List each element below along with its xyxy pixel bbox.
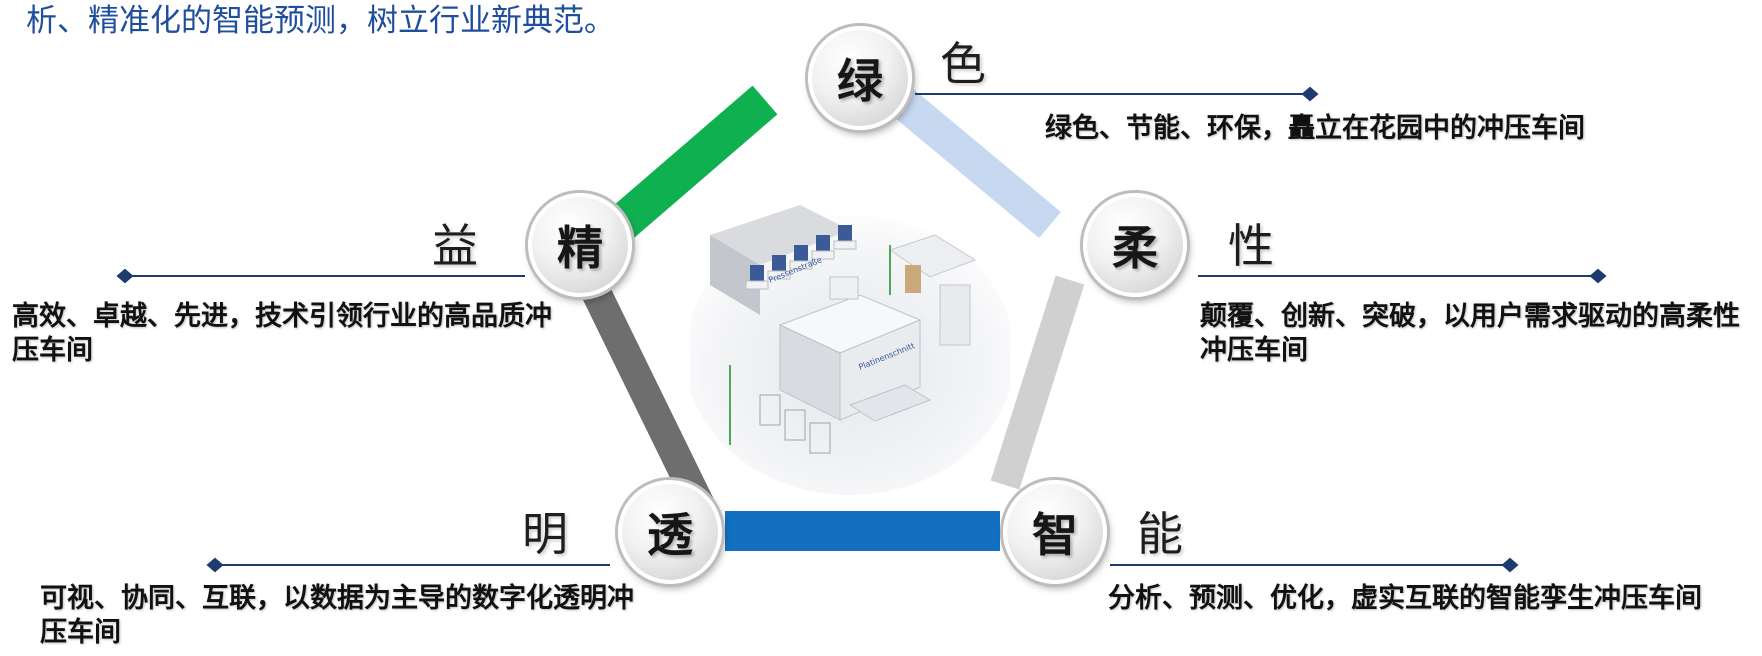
leader-diamond-lean (116, 268, 134, 284)
intro-text: 析、精准化的智能预测，树立行业新典范。 (26, 3, 615, 39)
node-flexible-char2: 性 (1228, 219, 1274, 273)
factory-illustration: Pressenstraße Platinenschnitt (690, 205, 1010, 495)
node-green-char1: 绿 (837, 54, 883, 108)
leader-diamond-transparent (206, 557, 224, 573)
node-flexible-char1: 柔 (1112, 221, 1158, 275)
leader-diamond-smart (1501, 557, 1519, 573)
edge-green-lean (607, 85, 778, 240)
node-transparent-circle: 透 (618, 480, 722, 584)
node-transparent-char1: 透 (647, 508, 693, 562)
node-lean-desc: 高效、卓越、先进，技术引领行业的高品质冲压车间 (12, 301, 552, 366)
node-lean-char2: 益 (432, 219, 478, 273)
node-flexible-circle: 柔 (1083, 193, 1187, 297)
leader-diamond-flexible (1589, 268, 1607, 284)
node-green-char2: 色 (940, 37, 986, 91)
node-smart-char2: 能 (1137, 507, 1183, 561)
node-lean-char1: 精 (557, 221, 603, 275)
node-green-desc: 绿色、节能、环保，矗立在花园中的冲压车间 (1045, 113, 1585, 144)
node-flexible-desc: 颠覆、创新、突破，以用户需求驱动的高柔性冲压车间 (1200, 301, 1740, 366)
edge-lean-transparent (576, 273, 714, 512)
node-green-circle: 绿 (808, 26, 912, 130)
node-transparent-char2: 明 (522, 507, 568, 561)
edge-green-flexible (889, 86, 1061, 239)
node-smart-circle: 智 (1003, 480, 1107, 584)
node-smart-desc: 分析、预测、优化，虚实互联的智能孪生冲压车间 (1108, 583, 1702, 614)
edge-flexible-smart (990, 275, 1085, 490)
node-smart-char1: 智 (1032, 508, 1078, 562)
node-lean-circle: 精 (528, 193, 632, 297)
leader-diamond-green (1301, 86, 1319, 102)
node-transparent-desc: 可视、协同、互联，以数据为主导的数字化透明冲压车间 (40, 583, 634, 648)
